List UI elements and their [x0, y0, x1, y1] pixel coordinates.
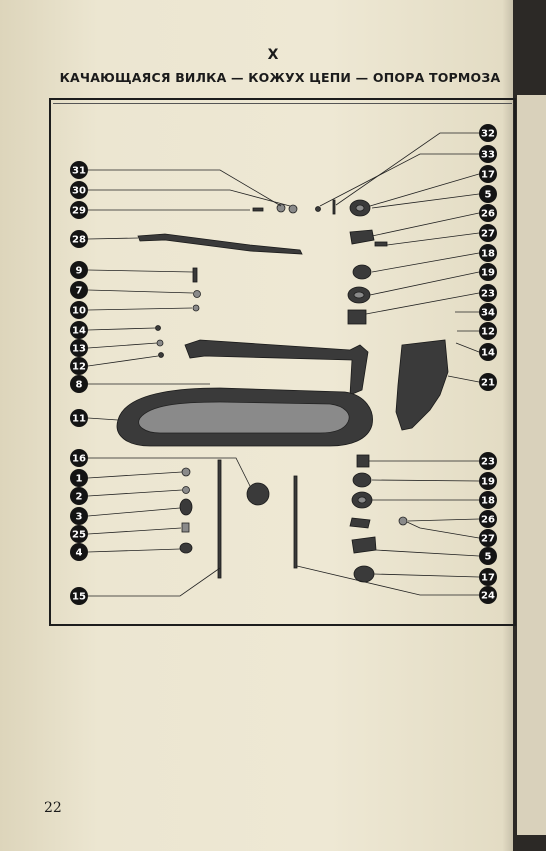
callout-left-circle	[70, 201, 88, 219]
callout-right-circle	[479, 244, 497, 262]
callout-right-circle	[479, 586, 497, 604]
adjacent-page-edge	[513, 0, 546, 851]
callout-left-label: 11	[72, 414, 86, 425]
callout-right-label: 21	[481, 378, 495, 389]
callout-right-label: 17	[481, 170, 495, 181]
callout-right-label: 19	[481, 268, 495, 279]
callout-right-label: 5	[485, 552, 492, 563]
callout-left-circle	[70, 161, 88, 179]
callout-left-label: 2	[76, 492, 83, 503]
callout-right-label: 23	[481, 289, 495, 300]
callout-right-circle	[479, 224, 497, 242]
callout-right-label: 5	[485, 190, 492, 201]
callout-left-label: 8	[76, 380, 83, 391]
callout-right-label: 27	[481, 229, 495, 240]
callout-right-label: 34	[481, 308, 495, 319]
callout-right-circle	[479, 547, 497, 565]
callout-right-label: 18	[481, 496, 495, 507]
callout-right-circle	[479, 322, 497, 340]
callout-right-label: 14	[481, 348, 495, 359]
callout-left-circle	[70, 357, 88, 375]
callout-left-label: 4	[76, 548, 83, 559]
callout-left-circle	[70, 587, 88, 605]
callout-right-label: 19	[481, 477, 495, 488]
callout-right-circle	[479, 529, 497, 547]
callout-left-circle	[70, 487, 88, 505]
callout-right-label: 24	[481, 591, 495, 602]
callout-left-label: 9	[76, 266, 83, 277]
callout-left-label: 3	[76, 512, 83, 523]
callout-right-label: 33	[481, 150, 495, 161]
callout-right-circle	[479, 472, 497, 490]
diagram-frame	[49, 98, 516, 626]
callout-right-label: 12	[481, 327, 495, 338]
callout-left-circle	[70, 375, 88, 393]
callout-left-label: 13	[72, 344, 86, 355]
callout-right-label: 32	[481, 129, 495, 140]
callout-left-circle	[70, 181, 88, 199]
callout-right-circle	[479, 145, 497, 163]
callout-left-label: 29	[72, 206, 86, 217]
callout-left-circle	[70, 543, 88, 561]
callout-left-label: 31	[72, 166, 86, 177]
callout-right-label: 17	[481, 573, 495, 584]
callout-left-label: 10	[72, 306, 86, 317]
callout-left-circle	[70, 339, 88, 357]
callout-right-circle	[479, 165, 497, 183]
callout-left-label: 12	[72, 362, 86, 373]
callout-right-circle	[479, 204, 497, 222]
callout-left-circle	[70, 281, 88, 299]
callout-right-label: 23	[481, 457, 495, 468]
callout-right-label: 26	[481, 515, 495, 526]
callout-left-label: 25	[72, 530, 86, 541]
callout-left-label: 14	[72, 326, 86, 337]
callout-left-label: 28	[72, 235, 86, 246]
callout-left-label: 30	[72, 186, 86, 197]
callout-right-label: 26	[481, 209, 495, 220]
callout-right-label: 18	[481, 249, 495, 260]
callout-right-circle	[479, 124, 497, 142]
section-number: X	[267, 47, 279, 63]
callout-left-circle	[70, 409, 88, 427]
callout-right-circle	[479, 568, 497, 586]
callout-left-circle	[70, 507, 88, 525]
callout-right-circle	[479, 263, 497, 281]
callout-left-label: 7	[76, 286, 83, 297]
callout-right-circle	[479, 373, 497, 391]
callout-left-label: 15	[72, 592, 86, 603]
leader-lines	[87, 132, 480, 597]
page-title: КАЧАЮЩАЯСЯ ВИЛКА — КОЖУХ ЦЕПИ — ОПОРА ТО…	[59, 70, 501, 85]
swing-arm-parts	[116, 199, 449, 583]
callout-right-circle	[479, 284, 497, 302]
callout-left-circle	[70, 449, 88, 467]
callout-right-label: 27	[481, 534, 495, 545]
callout-left-circle	[70, 261, 88, 279]
page-number: 22	[44, 800, 62, 816]
callout-left-circle	[70, 301, 88, 319]
callout-right-circle	[479, 185, 497, 203]
callout-right-circle	[479, 303, 497, 321]
callout-left-circle	[70, 230, 88, 248]
callout-right-circle	[479, 343, 497, 361]
callout-labels: 3130292897101413128111612325415323317526…	[70, 124, 497, 605]
callout-right-circle	[479, 491, 497, 509]
callout-left-label: 16	[72, 454, 86, 465]
callout-left-circle	[70, 525, 88, 543]
callout-right-circle	[479, 452, 497, 470]
callout-right-circle	[479, 510, 497, 528]
callout-left-circle	[70, 321, 88, 339]
callout-left-circle	[70, 469, 88, 487]
callout-left-label: 1	[76, 474, 83, 485]
